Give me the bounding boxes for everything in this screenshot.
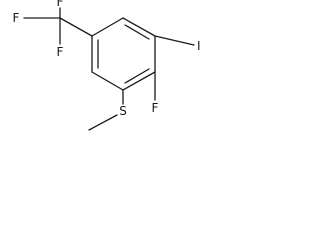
chemical-structure-diagram: I F S F F F: [13, 0, 201, 131]
bond-sulfur-to-methyl: [88, 114, 118, 131]
ring-bond-1: [91, 17, 124, 37]
atom-label-cf3-fluorine-top: F: [57, 0, 64, 9]
atom-label-fluorine-ring: F: [152, 101, 159, 115]
ring-bond-2: [122, 17, 156, 37]
ring-bond-4: [122, 71, 156, 91]
atom-label-cf3-fluorine-bottom: F: [57, 45, 64, 59]
ring-double-bond-top: [124, 24, 150, 40]
ring-bond-5: [91, 71, 124, 91]
bond-ring-to-cf3: [59, 17, 93, 37]
bond-to-iodine: [154, 35, 195, 46]
atom-label-sulfur: S: [119, 104, 127, 118]
atom-label-iodine: I: [197, 39, 201, 53]
atom-label-cf3-fluorine-left: F: [13, 11, 20, 25]
ring-double-bond-bottom-right: [124, 68, 150, 84]
